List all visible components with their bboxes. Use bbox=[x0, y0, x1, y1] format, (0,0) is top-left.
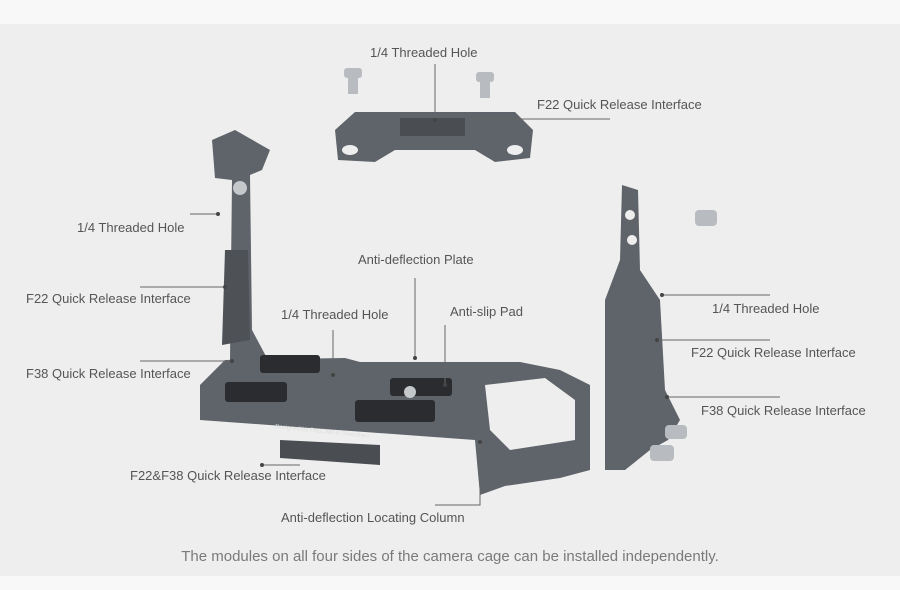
label-right-f22: F22 Quick Release Interface bbox=[691, 345, 856, 360]
label-left-f22: F22 Quick Release Interface bbox=[26, 291, 191, 306]
label-left-f38: F38 Quick Release Interface bbox=[26, 366, 191, 381]
label-right-threaded-hole: 1/4 Threaded Hole bbox=[712, 301, 820, 316]
label-locating-column: Anti-deflection Locating Column bbox=[281, 510, 465, 525]
label-left-threaded-hole: 1/4 Threaded Hole bbox=[77, 220, 185, 235]
label-top-f22: F22 Quick Release Interface bbox=[537, 97, 702, 112]
label-anti-slip-pad: Anti-slip Pad bbox=[450, 304, 523, 319]
left-side-plate bbox=[212, 130, 270, 372]
caption: The modules on all four sides of the cam… bbox=[181, 548, 719, 565]
leader-lines bbox=[140, 64, 780, 506]
leader-dots bbox=[216, 118, 669, 467]
label-top-threaded-hole: 1/4 Threaded Hole bbox=[370, 45, 478, 60]
label-anti-deflection-plate: Anti-deflection Plate bbox=[358, 252, 474, 267]
screws-top bbox=[344, 68, 494, 98]
label-right-f38: F38 Quick Release Interface bbox=[701, 403, 866, 418]
right-side-plate bbox=[605, 185, 680, 470]
top-plate bbox=[335, 112, 533, 162]
screws-right bbox=[650, 210, 717, 461]
label-center-threaded-hole: 1/4 Threaded Hole bbox=[281, 307, 389, 322]
label-bottom-f22-f38: F22&F38 Quick Release Interface bbox=[130, 468, 326, 483]
base-plate bbox=[200, 355, 590, 495]
